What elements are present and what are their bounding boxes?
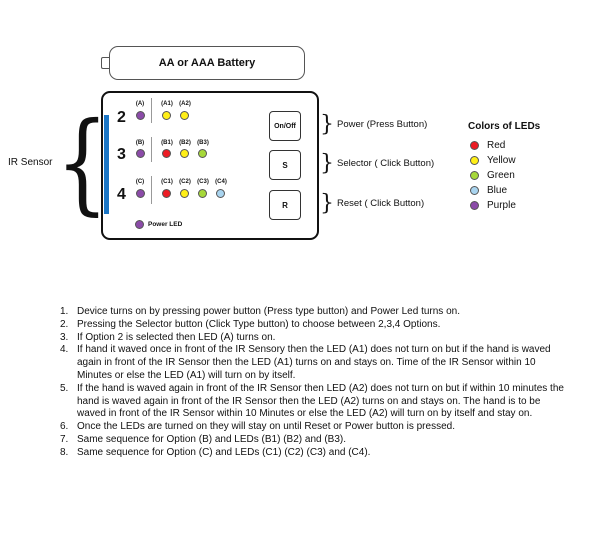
option-number-3: 3 bbox=[117, 146, 126, 163]
led-c4 bbox=[216, 189, 225, 198]
yellow-dot-icon bbox=[470, 155, 479, 165]
reset-button-desc: Reset ( Click Button) bbox=[337, 198, 425, 209]
reset-button-label: R bbox=[282, 200, 288, 210]
selector-led-c bbox=[136, 189, 145, 198]
ir-sensor-brace: { bbox=[56, 98, 109, 226]
instruction-item: 3.If Option 2 is selected then LED (A) t… bbox=[60, 331, 276, 343]
option-number-2: 2 bbox=[117, 109, 126, 126]
instruction-item: 6.Once the LEDs are turned on they will … bbox=[60, 421, 455, 433]
selector-led-label-a: (A) bbox=[135, 101, 145, 107]
power-brace: } bbox=[320, 112, 334, 137]
legend-label: Red bbox=[487, 139, 506, 151]
led-a1 bbox=[162, 111, 171, 120]
red-dot-icon bbox=[470, 140, 479, 150]
legend-label: Purple bbox=[487, 199, 516, 211]
instruction-item: 7.Same sequence for Option (B) and LEDs … bbox=[60, 433, 347, 445]
power-button[interactable]: On/Off bbox=[269, 111, 301, 141]
selector-led-b bbox=[136, 149, 145, 158]
power-button-desc: Power (Press Button) bbox=[337, 119, 428, 130]
led-label-b2: (B2) bbox=[179, 140, 191, 146]
instruction-item: 4.If hand it waved once in front of the … bbox=[60, 344, 551, 381]
led-b3 bbox=[198, 149, 207, 158]
selector-brace: } bbox=[320, 151, 334, 176]
legend-item-purple: Purple bbox=[470, 199, 516, 211]
selector-button-label: S bbox=[282, 160, 288, 170]
ir-sensor-bar bbox=[104, 115, 109, 214]
led-c3 bbox=[198, 189, 207, 198]
battery-terminal bbox=[101, 57, 110, 69]
legend-item-green: Green bbox=[470, 169, 515, 181]
divider-line bbox=[151, 98, 152, 123]
blue-dot-icon bbox=[470, 185, 479, 195]
purple-dot-icon bbox=[470, 200, 479, 210]
selector-led-label-c: (C) bbox=[135, 179, 145, 185]
selector-led-label-b: (B) bbox=[135, 140, 145, 146]
led-label-b1: (B1) bbox=[161, 140, 173, 146]
led-label-c4: (C4) bbox=[215, 179, 227, 185]
led-label-c1: (C1) bbox=[161, 179, 173, 185]
led-c1 bbox=[162, 189, 171, 198]
legend-label: Blue bbox=[487, 184, 508, 196]
power-led-label: Power LED bbox=[148, 221, 183, 228]
led-b1 bbox=[162, 149, 171, 158]
selector-button-desc: Selector ( Click Button) bbox=[337, 158, 435, 169]
legend-item-red: Red bbox=[470, 139, 505, 151]
battery: AA or AAA Battery bbox=[109, 46, 305, 80]
divider-line bbox=[151, 137, 152, 162]
instruction-item: 8.Same sequence for Option (C) and LEDs … bbox=[60, 446, 371, 458]
power-led bbox=[135, 220, 144, 229]
instruction-item: 2.Pressing the Selector button (Click Ty… bbox=[60, 318, 441, 330]
led-a2 bbox=[180, 111, 189, 120]
led-label-a2: (A2) bbox=[179, 101, 191, 107]
legend-label: Yellow bbox=[487, 154, 516, 166]
led-b2 bbox=[180, 149, 189, 158]
battery-label: AA or AAA Battery bbox=[158, 57, 256, 69]
legend-title: Colors of LEDs bbox=[468, 121, 541, 132]
power-button-label: On/Off bbox=[274, 122, 296, 130]
divider-line bbox=[151, 176, 152, 204]
selector-led-a bbox=[136, 111, 145, 120]
reset-button[interactable]: R bbox=[269, 190, 301, 220]
legend-item-blue: Blue bbox=[470, 184, 507, 196]
instruction-item: 5. If the hand is waved again in front o… bbox=[60, 382, 564, 420]
green-dot-icon bbox=[470, 170, 479, 180]
legend-item-yellow: Yellow bbox=[470, 154, 516, 166]
ir-sensor-label: IR Sensor bbox=[8, 157, 53, 168]
selector-button[interactable]: S bbox=[269, 150, 301, 180]
led-label-a1: (A1) bbox=[161, 101, 173, 107]
led-c2 bbox=[180, 189, 189, 198]
instruction-item: 1.Device turns on by pressing power butt… bbox=[60, 306, 460, 317]
instructions-list: 1.Device turns on by pressing power butt… bbox=[50, 306, 570, 460]
led-label-c2: (C2) bbox=[179, 179, 191, 185]
led-label-b3: (B3) bbox=[197, 140, 209, 146]
option-number-4: 4 bbox=[117, 186, 126, 203]
reset-brace: } bbox=[320, 191, 334, 216]
led-label-c3: (C3) bbox=[197, 179, 209, 185]
legend-label: Green bbox=[487, 169, 515, 181]
